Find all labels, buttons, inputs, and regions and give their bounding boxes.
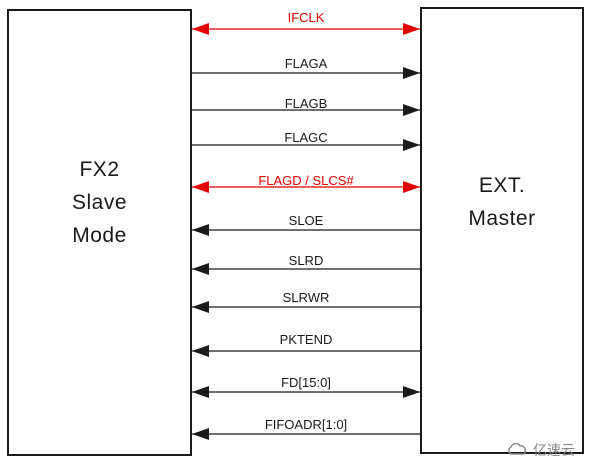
signal-label-flagc: FLAGC — [284, 130, 328, 145]
arrowhead-right-flagd-slcs — [403, 181, 420, 193]
watermark: 亿速云 — [507, 440, 575, 460]
master-label-line: Master — [468, 207, 536, 230]
arrowhead-left-pktend — [192, 345, 209, 357]
arrowhead-right-flaga — [403, 67, 420, 79]
arrowhead-left-fd-15-0 — [192, 386, 209, 398]
signal-label-flagb: FLAGB — [284, 96, 328, 111]
fx2-label-line: FX2 — [79, 158, 120, 181]
ext-master-box: EXT. Master — [420, 7, 584, 454]
cloud-logo-icon — [508, 443, 526, 455]
fx2-slave-label: FX2 Slave Mode — [9, 153, 190, 252]
slave-label-line: Slave — [71, 191, 128, 214]
arrowhead-left-fifoadr-1-0 — [192, 428, 209, 440]
signal-label-flaga: FLAGA — [284, 56, 328, 71]
arrowhead-right-fd-15-0 — [403, 386, 420, 398]
arrowhead-left-slrwr — [192, 301, 209, 313]
arrowhead-left-slrd — [192, 263, 209, 275]
mode-label-line: Mode — [72, 224, 127, 247]
signal-label-slrd: SLRD — [288, 253, 324, 268]
arrowhead-left-flagd-slcs — [192, 181, 209, 193]
arrowhead-left-ifclk — [192, 23, 209, 35]
fx2-slave-box: FX2 Slave Mode — [7, 9, 192, 456]
arrowhead-right-ifclk — [403, 23, 420, 35]
signal-label-ifclk: IFCLK — [287, 10, 325, 25]
arrowhead-right-flagc — [403, 139, 420, 151]
ext-label-line: EXT. — [478, 174, 526, 197]
arrowhead-right-flagb — [403, 104, 420, 116]
signal-label-fifoadr: FIFOADR[1:0] — [264, 417, 348, 432]
signal-label-flagd-slcs: FLAGD / SLCS# — [258, 173, 354, 188]
signal-label-fd: FD[15:0] — [281, 375, 331, 390]
signal-label-pktend: PKTEND — [279, 332, 333, 347]
watermark-text: 亿速云 — [533, 442, 575, 458]
signal-label-slrwr: SLRWR — [282, 290, 330, 305]
arrowhead-left-sloe — [192, 224, 209, 236]
ext-master-label: EXT. Master — [422, 169, 582, 235]
signal-label-sloe: SLOE — [288, 213, 324, 228]
